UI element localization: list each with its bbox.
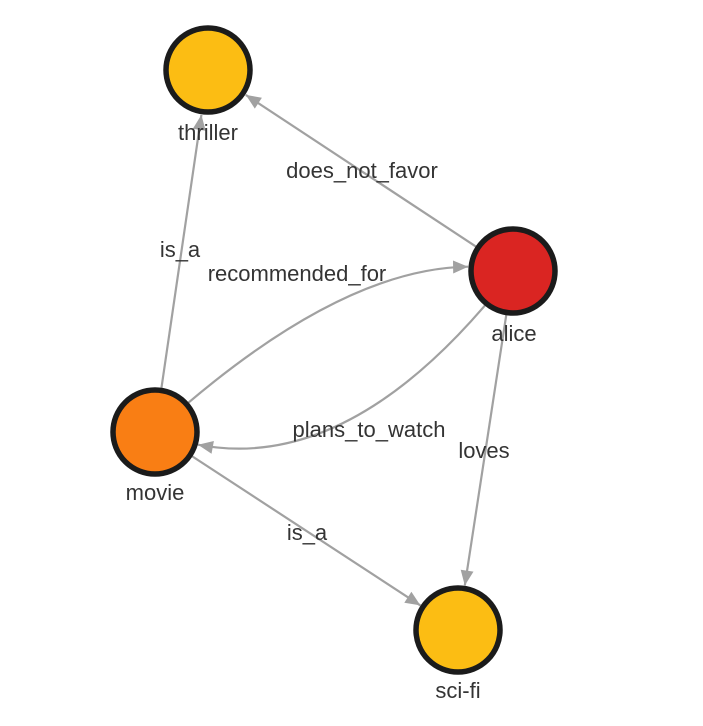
edge-label-loves-alice-sci-fi: loves bbox=[458, 438, 509, 463]
edge-labels-layer: is_a does_not_favor recommended_for plans_t… bbox=[160, 158, 510, 545]
arrowhead-icon[interactable] bbox=[198, 441, 214, 454]
node-circle-movie[interactable] bbox=[110, 387, 200, 477]
edge-label-is_a-movie-sci-fi: is_a bbox=[287, 520, 328, 545]
node-circle-alice[interactable] bbox=[468, 226, 558, 316]
edge-loves-alice-sci-fi[interactable] bbox=[460, 270, 515, 586]
edge-line[interactable] bbox=[153, 114, 203, 433]
node-label-alice: alice bbox=[491, 321, 536, 346]
edge-recommended_for-movie-alice[interactable] bbox=[154, 260, 469, 433]
edge-is_a-movie-sci-fi[interactable] bbox=[154, 431, 422, 607]
arrowhead-icon[interactable] bbox=[245, 94, 262, 109]
node-label-sci-fi: sci-fi bbox=[435, 678, 480, 703]
edge-label-recommended_for-movie-alice: recommended_for bbox=[208, 261, 387, 286]
arrowhead-icon[interactable] bbox=[460, 569, 474, 586]
edge-line[interactable] bbox=[154, 265, 469, 433]
edge-label-is_a-movie-thriller: is_a bbox=[160, 237, 201, 262]
edge-is_a-movie-thriller[interactable] bbox=[153, 114, 206, 433]
node-circle-sci-fi[interactable] bbox=[413, 585, 503, 675]
edge-label-does_not_favor-alice-thriller: does_not_favor bbox=[286, 158, 438, 183]
node-alice[interactable]: alice bbox=[468, 226, 558, 346]
edge-line[interactable] bbox=[154, 431, 422, 607]
node-sci-fi[interactable]: sci-fi bbox=[413, 585, 503, 703]
arrowhead-icon[interactable] bbox=[192, 114, 206, 131]
edge-line[interactable] bbox=[463, 270, 515, 586]
nodes-layer: thriller alice movie sci-fi bbox=[110, 25, 558, 703]
arrowhead-icon[interactable] bbox=[404, 591, 421, 606]
node-circle-thriller[interactable] bbox=[163, 25, 253, 115]
arrowhead-icon[interactable] bbox=[453, 260, 469, 274]
node-label-movie: movie bbox=[126, 480, 185, 505]
node-thriller[interactable]: thriller bbox=[163, 25, 253, 145]
edge-plans_to_watch-alice-movie[interactable] bbox=[197, 270, 514, 454]
node-label-thriller: thriller bbox=[178, 120, 238, 145]
edge-line[interactable] bbox=[197, 270, 514, 450]
edge-label-plans_to_watch-alice-movie: plans_to_watch bbox=[293, 417, 446, 442]
node-movie[interactable]: movie bbox=[110, 387, 200, 505]
